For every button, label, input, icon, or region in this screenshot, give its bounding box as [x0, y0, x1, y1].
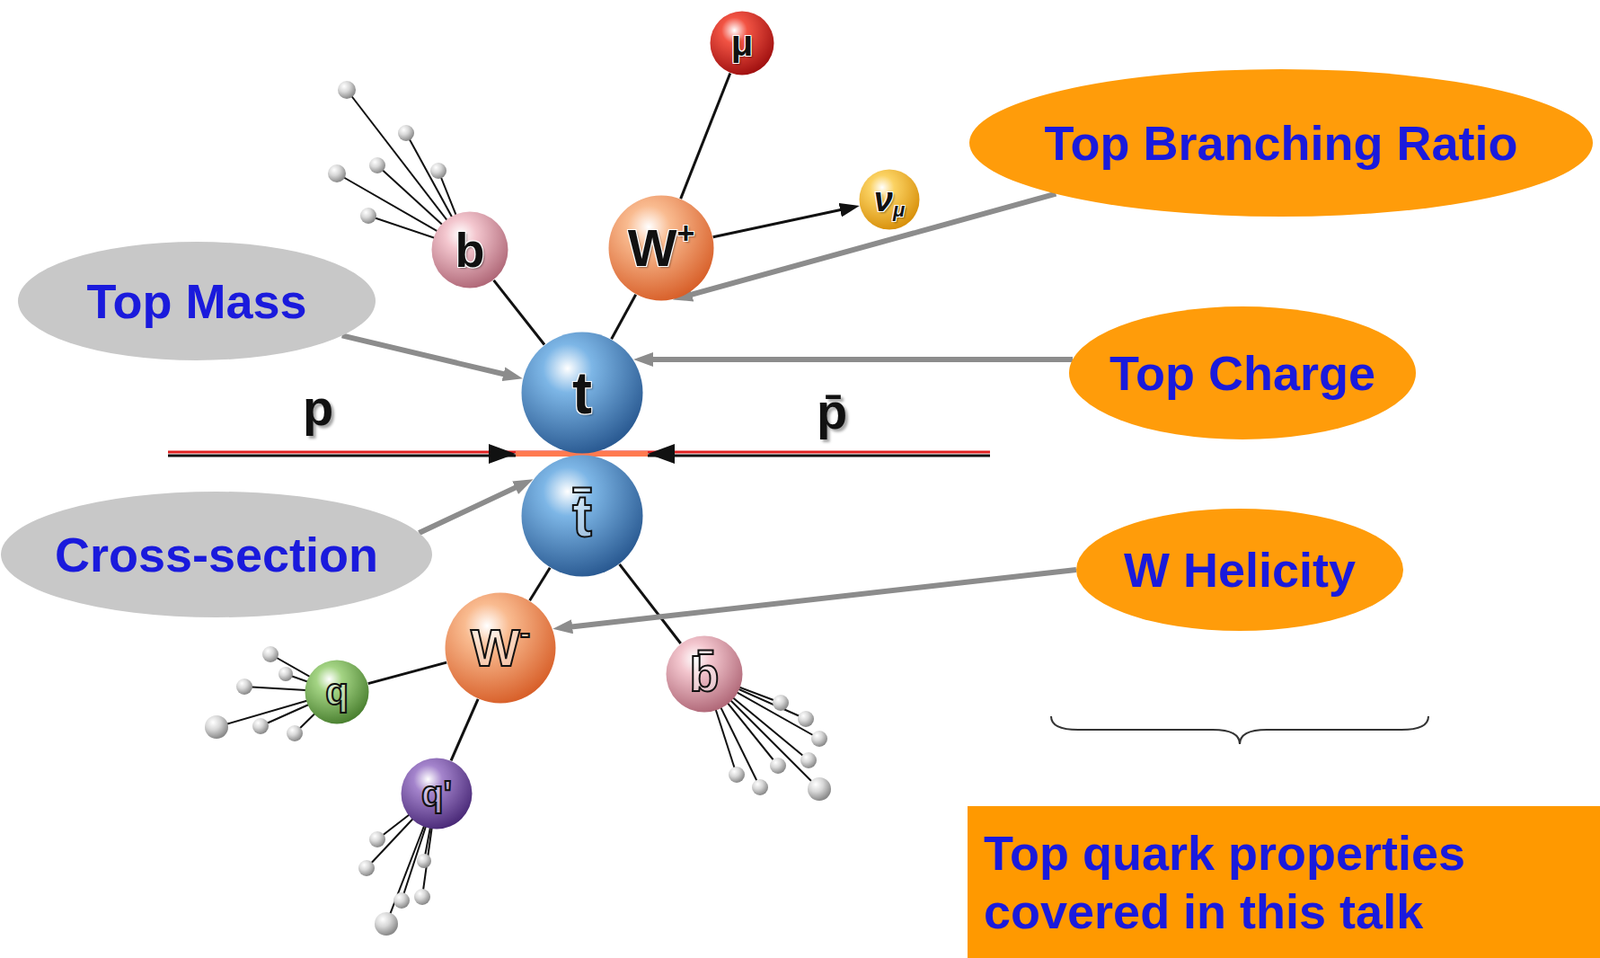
particle-symbol: b — [455, 225, 486, 275]
connector — [494, 280, 545, 345]
connector — [563, 569, 1077, 628]
connector — [530, 567, 551, 601]
hadron-ball — [728, 766, 745, 783]
sphere-shape — [521, 455, 644, 577]
hadron-ball — [236, 678, 253, 695]
particle-ball: μ — [709, 10, 775, 76]
particle-ball: W+ — [608, 194, 715, 301]
hadron-ball — [772, 694, 789, 711]
ellipse-shape — [17, 241, 376, 361]
hadron-ball — [769, 757, 787, 774]
particle-symbol: ν — [874, 182, 893, 217]
particle-symbol: - — [520, 617, 531, 648]
property-ellipse: Top Mass — [17, 241, 376, 361]
particle-symbol: t — [572, 362, 593, 423]
hadron-ball — [327, 164, 346, 183]
hadron-ball — [414, 888, 431, 905]
particle-symbol: μ — [731, 25, 753, 62]
beam-particle-label: p̄ — [816, 386, 848, 437]
ellipse-shape — [1076, 508, 1404, 631]
hadron-ball — [797, 710, 814, 727]
particle-symbol: + — [676, 217, 695, 248]
particle-ball: q — [304, 659, 370, 725]
connector — [450, 698, 478, 761]
particle-symbol: μ — [892, 200, 905, 221]
connector — [644, 356, 1073, 363]
connector — [611, 294, 637, 340]
particle-symbol: W — [470, 621, 521, 674]
particle-symbol: q — [325, 672, 349, 711]
property-label: Top Branching Ratio — [1044, 118, 1519, 168]
hadron-ball — [278, 666, 293, 681]
summary-box: Top quark properties covered in this tal… — [967, 805, 1600, 958]
sphere-shape — [710, 11, 775, 76]
hadron-ball — [811, 730, 828, 747]
property-ellipse: Top Charge — [1069, 306, 1416, 440]
hadron-ball — [204, 715, 229, 739]
connector — [619, 564, 681, 644]
connector — [713, 208, 849, 238]
hadron-ball — [286, 724, 303, 742]
particle-ball: t̄ — [521, 454, 644, 577]
ellipse-shape — [969, 69, 1593, 217]
hadron-ball — [800, 751, 817, 769]
property-label: Cross-section — [54, 530, 379, 579]
particle-symbol: q' — [421, 775, 452, 812]
particle-ball: q' — [400, 757, 473, 830]
hadron-ball — [369, 830, 386, 848]
hadron-ball — [751, 778, 769, 796]
hadron-ball — [337, 80, 356, 99]
sphere-shape — [666, 636, 743, 713]
particle-symbol: b̄ — [689, 649, 720, 699]
particle-ball: b — [431, 211, 509, 289]
particle-ball: νμ — [858, 168, 920, 230]
beam-arrowhead — [488, 443, 516, 464]
hadron-ball — [358, 859, 375, 876]
beam-line — [647, 454, 991, 458]
connector — [680, 72, 731, 199]
beam-arrowhead — [647, 443, 675, 464]
hadron-ball — [393, 892, 410, 909]
connector — [368, 662, 447, 684]
hadron-ball — [397, 124, 415, 142]
hadron-ball — [430, 162, 447, 179]
brace — [1051, 716, 1429, 744]
sphere-shape — [401, 758, 473, 830]
connector — [418, 483, 523, 533]
sphere-shape — [445, 592, 557, 704]
sphere-shape — [432, 212, 509, 289]
hadron-ball — [416, 853, 432, 868]
property-label: Top quark properties covered in this tal… — [983, 823, 1572, 941]
ellipse-shape — [1069, 306, 1416, 440]
beam-particle-label: p — [302, 382, 334, 434]
particle-ball: W- — [444, 592, 557, 704]
hadron-ball — [360, 207, 377, 224]
hadron-ball — [252, 717, 269, 734]
sphere-shape — [521, 332, 644, 454]
hadron-ball — [369, 157, 386, 174]
particle-ball: t — [521, 331, 644, 454]
particle-ball: b̄ — [665, 635, 743, 713]
ellipse-shape — [0, 491, 433, 618]
hadron-ball — [374, 911, 398, 936]
particle-symbol: W — [627, 221, 678, 275]
property-label: Top Charge — [1109, 348, 1376, 398]
sphere-shape — [305, 660, 370, 725]
hadron-ball — [262, 645, 279, 663]
connector — [342, 335, 513, 376]
hadron-ball — [807, 777, 831, 801]
property-label: W Helicity — [1123, 545, 1356, 594]
sphere-shape — [609, 195, 715, 301]
sphere-shape — [859, 169, 920, 230]
property-ellipse: Top Branching Ratio — [969, 69, 1593, 217]
property-ellipse: Cross-section — [0, 491, 433, 618]
property-ellipse: W Helicity — [1076, 508, 1404, 631]
property-label: Top Mass — [86, 276, 307, 326]
particle-symbol: t̄ — [572, 486, 593, 546]
beam-line — [167, 454, 516, 458]
